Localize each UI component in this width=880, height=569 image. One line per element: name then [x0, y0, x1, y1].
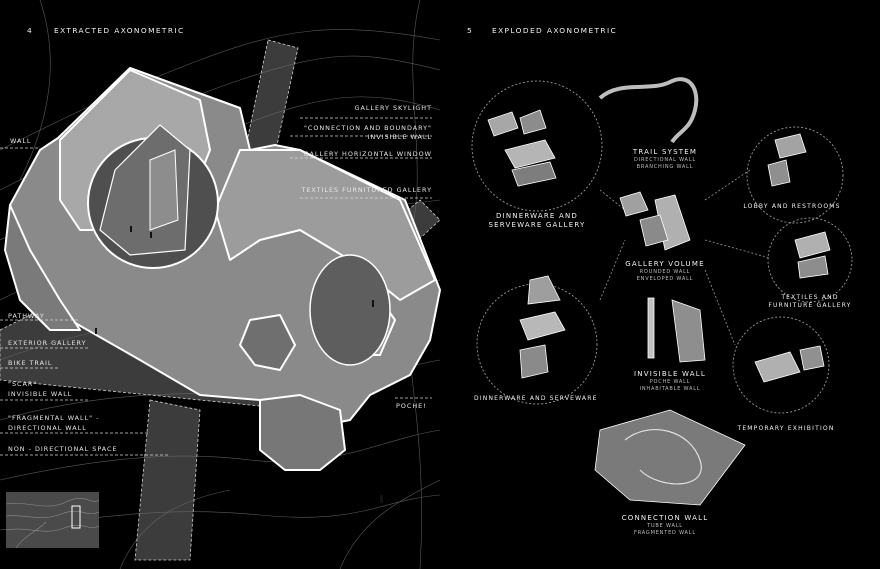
gallery-skylight-circle: [87, 124, 219, 269]
label-poche: Poche!: [396, 402, 427, 410]
label-gallery-skylight: Gallery Skylight: [354, 104, 432, 112]
caption-line: Serveware Gallery: [488, 221, 586, 229]
caption-sub: Inhabitable Wall: [639, 386, 701, 392]
connector-lines: [599, 169, 771, 346]
label-invisible-wall-1: Invisible Wall: [367, 133, 432, 141]
label-connection-boundary: "Connection and Boundary": [303, 124, 432, 132]
caption-invisible-wall: Invisible Wall Poche Wall Inhabitable Wa…: [620, 370, 720, 393]
label-exterior-gallery: Exterior Gallery: [8, 339, 87, 347]
caption-sub: Tube Wall: [647, 523, 683, 529]
label-textiles-gallery: Textiles furnitured gallery: [301, 186, 432, 194]
label-non-directional-space: Non - Directional Space: [8, 445, 118, 453]
caption-title: Temporary Exhibition: [737, 425, 835, 432]
label-directional-wall: Directional Wall: [8, 424, 87, 432]
caption-line: Textiles and: [781, 294, 839, 301]
caption-title: Trail System: [632, 148, 698, 156]
caption-connection-wall: Connection Wall Tube Wall Fragmented Wal…: [610, 514, 720, 537]
caption-title: Gallery Volume: [625, 260, 705, 268]
caption-dinnerware: Dinnerware and Serveware: [474, 394, 598, 403]
caption-sub: Rounded Wall: [639, 269, 691, 275]
caption-line: Dinnerware and: [496, 212, 578, 220]
caption-gallery-volume: Gallery Volume Rounded Wall Enveloped Wa…: [615, 260, 715, 283]
exploded-parts: [487, 77, 831, 506]
label-wall: Wall: [10, 137, 32, 145]
caption-sub: Poche Wall: [649, 379, 691, 385]
people-figures: [95, 226, 383, 503]
label-pathway: Pathway: [8, 312, 45, 320]
caption-title: Lobby and Restrooms: [743, 203, 841, 210]
panel-number-5: 5: [467, 26, 472, 35]
label-fragmental-wall: "Fragmental Wall" -: [8, 414, 100, 422]
panel-title-extracted-axonometric: Extracted Axonometric: [54, 26, 185, 35]
caption-lobby: Lobby and Restrooms: [737, 202, 847, 211]
caption-sub: Branching Wall: [636, 164, 694, 170]
caption-sub: Directional Wall: [634, 157, 696, 163]
caption-trail-system: Trail System Directional Wall Branching …: [620, 148, 710, 171]
label-invisible-wall-2: Invisible Wall: [8, 390, 73, 398]
caption-sub: Enveloped Wall: [636, 276, 694, 282]
caption-textiles: Textiles and Furniture Gallery: [760, 294, 860, 310]
site-map-inset: [6, 492, 99, 548]
caption-title: Invisible Wall: [634, 370, 706, 378]
panel-title-exploded-axonometric: Exploded Axonometric: [492, 26, 618, 35]
caption-dinnerware-gallery: Dinnerware and Serveware Gallery: [487, 212, 587, 230]
caption-title: Dinnerware and Serveware: [474, 395, 598, 402]
caption-temporary: Temporary Exhibition: [736, 424, 836, 433]
caption-sub: Fragmented Wall: [634, 530, 696, 536]
curved-hall: [309, 254, 391, 366]
site-map-contours: [6, 498, 99, 548]
label-scar: "Scar": [8, 380, 38, 388]
label-bike-trail: Bike trail: [8, 359, 53, 367]
caption-title: Connection Wall: [621, 514, 709, 522]
exploded-circles: [471, 80, 853, 414]
leader-lines: [0, 117, 432, 456]
label-gallery-horizontal-window: Gallery horizontal window: [303, 150, 432, 158]
caption-line: Furniture Gallery: [768, 302, 852, 309]
panel-number-4: 4: [27, 26, 32, 35]
